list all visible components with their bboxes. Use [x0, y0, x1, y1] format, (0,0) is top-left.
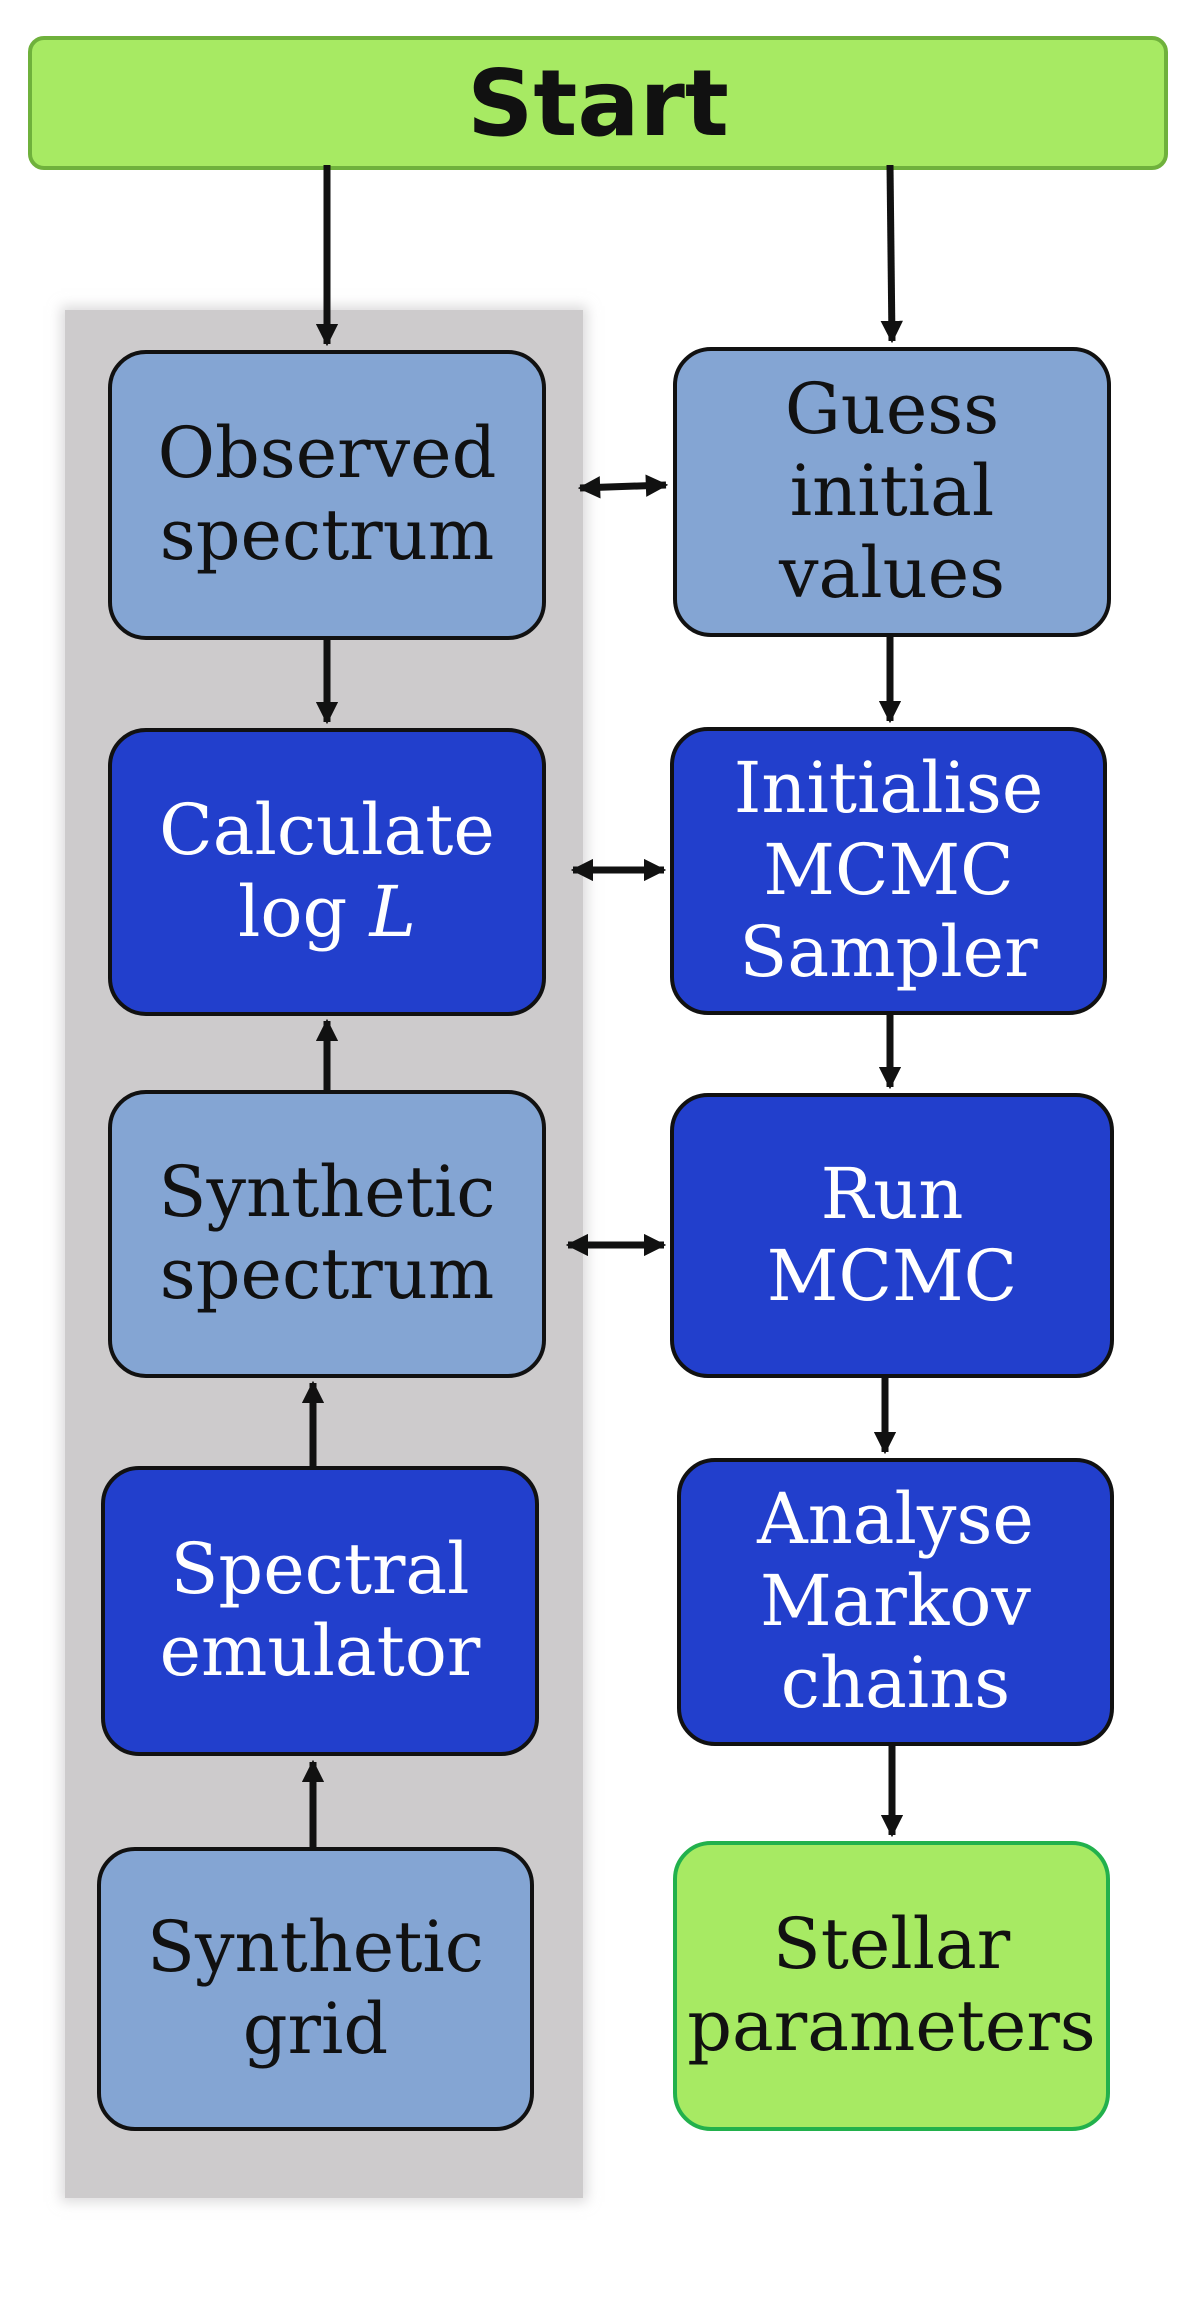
synthetic-grid-label: Synthetic grid	[147, 1906, 484, 2070]
run-mcmc-node: Run MCMC	[670, 1093, 1114, 1378]
synthetic-spectrum-label: Synthetic spectrum	[158, 1151, 496, 1315]
spectral-emulator-label: Spectral emulator	[159, 1528, 481, 1692]
spectral-emulator-node: Spectral emulator	[101, 1466, 539, 1756]
observed-spectrum-node: Observed spectrum	[108, 350, 546, 640]
stellar-parameters-node: Stellar parameters	[673, 1841, 1110, 2131]
guess-initial-values-label: Guess initial values	[778, 368, 1006, 614]
synthetic-spectrum-node: Synthetic spectrum	[108, 1090, 546, 1378]
start-node: Start	[28, 36, 1168, 170]
analyse-markov-chains-label: Analyse Markov chains	[757, 1478, 1034, 1724]
guess-initial-values-node: Guess initial values	[673, 347, 1111, 637]
synthetic-grid-node: Synthetic grid	[97, 1847, 534, 2131]
initialise-mcmc-sampler-label: Initialise MCMC Sampler	[733, 747, 1044, 993]
initialise-mcmc-sampler-node: Initialise MCMC Sampler	[670, 727, 1107, 1015]
stellar-parameters-label: Stellar parameters	[687, 1903, 1096, 2067]
run-mcmc-label: Run MCMC	[766, 1152, 1018, 1317]
observed-spectrum-label: Observed spectrum	[157, 412, 497, 576]
calculate-log-l-label: Calculate log L	[159, 789, 495, 953]
analyse-markov-chains-node: Analyse Markov chains	[677, 1458, 1114, 1746]
calculate-log-l-node: Calculate log L	[108, 728, 546, 1016]
likelihood-symbol: L	[369, 871, 417, 953]
arrow-observed-guess-bidirectional	[577, 474, 669, 499]
arrow-start-to-guess	[880, 164, 903, 344]
